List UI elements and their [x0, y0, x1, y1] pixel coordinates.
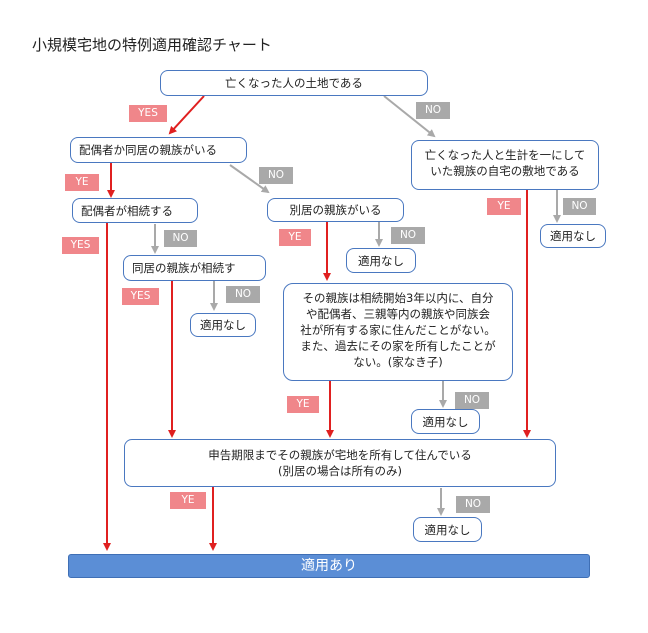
label-no-4: NO — [164, 230, 197, 247]
node-spouse-inherits: 配偶者が相続する — [72, 198, 198, 223]
arrow-yes-n1-n2 — [168, 95, 205, 135]
label-no-8: NO — [456, 496, 490, 513]
node-shared-livelihood-home: 亡くなった人と生計を一にして いた親族の自宅の敷地である — [411, 140, 599, 190]
node-separate-relative: 別居の親族がいる — [267, 198, 404, 222]
node-no-home-child: その親族は相続開始3年以内に、自分 や配偶者、三親等内の親族や同族会 社が所有す… — [283, 283, 513, 381]
node-spouse-or-cohabitant: 配偶者か同居の親族がいる — [70, 137, 247, 163]
label-yes-6: YES — [122, 288, 159, 305]
label-no-6: NO — [226, 286, 260, 303]
node-hold-until-deadline: 申告期限までその親族が宅地を所有して住んでいる (別居の場合は所有のみ) — [124, 439, 556, 487]
label-no-7: NO — [455, 392, 489, 409]
label-ye-5: YE — [279, 229, 311, 246]
node-not-applicable-2: 適用なし — [346, 248, 416, 273]
node-not-applicable-3: 適用なし — [190, 313, 256, 337]
label-no-2: NO — [259, 167, 293, 184]
arrow-no-n2-n5 — [229, 164, 270, 194]
label-ye-3: YE — [487, 198, 521, 215]
label-no-1: NO — [416, 102, 450, 119]
node-cohabitant-inherits: 同居の親族が相続す — [123, 255, 266, 281]
arrow-no-n1-n3 — [383, 95, 436, 138]
node-not-applicable-1: 適用なし — [540, 224, 606, 248]
label-ye-8: YE — [170, 492, 206, 509]
label-yes-1: YES — [129, 105, 167, 122]
node-deceased-land: 亡くなった人の土地である — [160, 70, 428, 96]
label-ye-7: YE — [287, 396, 319, 413]
node-not-applicable-4: 適用なし — [411, 409, 480, 434]
label-no-5: NO — [391, 227, 425, 244]
label-yes-4: YES — [62, 237, 99, 254]
page-title: 小規模宅地の特例適用確認チャート — [32, 36, 272, 54]
node-not-applicable-5: 適用なし — [413, 517, 482, 542]
label-ye-2: YE — [65, 174, 99, 191]
label-no-3: NO — [563, 198, 596, 215]
result-applicable: 適用あり — [68, 554, 590, 578]
